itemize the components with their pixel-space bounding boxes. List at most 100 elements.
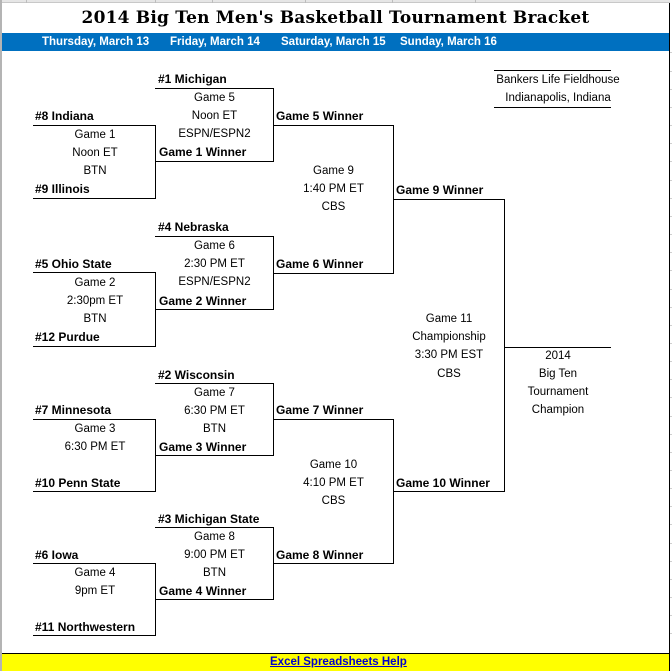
bracket-line <box>155 88 274 89</box>
team-slot[interactable]: #2 Wisconsin <box>158 368 235 382</box>
champion-line <box>504 347 611 348</box>
game-time: 2:30pm ET <box>66 295 124 307</box>
game-tv: BTN <box>203 423 226 435</box>
game-tv <box>35 456 155 474</box>
team-slot[interactable]: Game 1 Winner <box>159 145 247 159</box>
game-time: Noon ET <box>72 147 118 159</box>
page-title: 2014 Big Ten Men's Basketball Tournament… <box>81 8 590 28</box>
bracket-line <box>155 236 274 237</box>
bracket-line <box>504 199 505 492</box>
team-slot[interactable]: Game 3 Winner <box>159 440 247 454</box>
game-time: Noon ET <box>191 110 238 122</box>
team-slot[interactable]: #1 Michigan <box>158 72 227 86</box>
bracket-line <box>33 272 156 273</box>
game-time: 9:00 PM ET <box>184 549 245 561</box>
team-slot[interactable]: #12 Purdue <box>35 330 100 344</box>
game-number: Game 5 <box>194 92 235 104</box>
date-sunday: Sunday, March 16 <box>400 36 497 48</box>
team-slot[interactable]: Game 8 Winner <box>276 548 364 562</box>
team-slot[interactable]: Game 2 Winner <box>159 294 247 308</box>
bracket-line <box>33 198 156 199</box>
team-slot[interactable]: #7 Minnesota <box>35 403 112 417</box>
game-time: 6:30 PM ET <box>64 441 126 453</box>
bracket-line <box>33 635 156 636</box>
game-tv: ESPN/ESPN2 <box>178 128 251 140</box>
date-thursday: Thursday, March 13 <box>42 36 150 48</box>
team-slot[interactable]: #10 Penn State <box>35 476 121 490</box>
team-slot[interactable]: Game 10 Winner <box>396 476 490 490</box>
team-slot[interactable]: Game 5 Winner <box>276 109 364 123</box>
bracket-line <box>393 491 505 492</box>
bracket-line <box>155 599 274 600</box>
game-tv: CBS <box>437 368 461 380</box>
bracket-line <box>155 161 274 162</box>
team-slot[interactable]: #9 Illinois <box>35 182 90 196</box>
game-time: 3:30 PM EST <box>414 349 484 361</box>
venue-name: Bankers Life Fieldhouse <box>496 74 620 86</box>
bracket-line <box>33 125 156 126</box>
venue-bottom-line <box>494 107 611 108</box>
footer-band: Excel Spreadsheets Help <box>2 653 669 671</box>
venue-city: Indianapolis, Indiana <box>505 92 611 104</box>
date-header-band: Thursday, March 13 Friday, March 14 Satu… <box>2 33 669 51</box>
game-time: 9pm ET <box>74 585 116 597</box>
bracket-line <box>155 527 274 528</box>
bracket-line <box>155 383 274 384</box>
spreadsheet-gridlines-right <box>670 0 672 671</box>
bracket-line <box>273 273 394 274</box>
game-tv <box>35 600 155 618</box>
bracket-line <box>33 563 156 564</box>
game-number: Game 8 <box>194 531 235 543</box>
champion-title: Champion <box>531 404 585 416</box>
bracket-line <box>33 346 156 347</box>
game-number: Game 9 <box>313 165 354 177</box>
game-time: 2:30 PM ET <box>184 258 245 270</box>
team-slot[interactable]: #3 Michigan State <box>158 512 260 526</box>
team-slot[interactable]: Game 9 Winner <box>396 183 484 197</box>
team-slot[interactable]: Game 7 Winner <box>276 403 364 417</box>
game-time: 1:40 PM ET <box>303 183 364 195</box>
team-slot[interactable]: Game 6 Winner <box>276 257 364 271</box>
game-tv: CBS <box>321 495 346 507</box>
game-number: Game 1 <box>74 129 116 141</box>
game-number: Game 7 <box>194 387 235 399</box>
champion-year: 2014 <box>545 350 571 362</box>
game-number: Game 10 <box>309 459 358 471</box>
date-friday: Friday, March 14 <box>170 36 260 48</box>
game-tv: BTN <box>83 165 107 177</box>
game-number: Game 4 <box>74 567 116 579</box>
game-number: Game 6 <box>194 240 235 252</box>
date-saturday: Saturday, March 15 <box>281 36 386 48</box>
game-tv: ESPN/ESPN2 <box>178 276 251 288</box>
bracket-line <box>273 419 394 420</box>
game-number: Game 3 <box>74 423 116 435</box>
venue-top-line <box>494 70 611 71</box>
sheet-right-border <box>669 3 670 671</box>
game-number: Game 2 <box>74 277 116 289</box>
game-label: Championship <box>412 331 486 343</box>
bracket-line <box>33 419 156 420</box>
team-slot[interactable]: #8 Indiana <box>35 109 94 123</box>
game-tv: BTN <box>83 313 107 325</box>
bracket-line <box>273 125 394 126</box>
bracket-line <box>393 199 505 200</box>
team-slot[interactable]: #4 Nebraska <box>158 220 229 234</box>
champion-event: Tournament <box>527 386 589 398</box>
game-tv: CBS <box>321 201 346 213</box>
team-slot[interactable]: Game 4 Winner <box>159 584 247 598</box>
game-time: 6:30 PM ET <box>184 405 245 417</box>
bracket-line <box>155 309 274 310</box>
team-slot[interactable]: #5 Ohio State <box>35 257 112 271</box>
game-number: Game 11 <box>425 313 473 325</box>
game-tv: BTN <box>203 567 226 579</box>
team-slot[interactable]: #6 Iowa <box>35 548 79 562</box>
bracket-line <box>155 455 274 456</box>
bracket-line <box>273 563 394 564</box>
sheet-left-border <box>0 0 2 671</box>
team-slot[interactable]: #11 Northwestern <box>35 620 136 634</box>
bracket-line <box>33 491 156 492</box>
game-time: 4:10 PM ET <box>303 477 364 489</box>
champion-conference: Big Ten <box>538 368 578 380</box>
spreadsheet-gridlines-top <box>0 0 672 3</box>
excel-help-link[interactable]: Excel Spreadsheets Help <box>270 656 407 668</box>
